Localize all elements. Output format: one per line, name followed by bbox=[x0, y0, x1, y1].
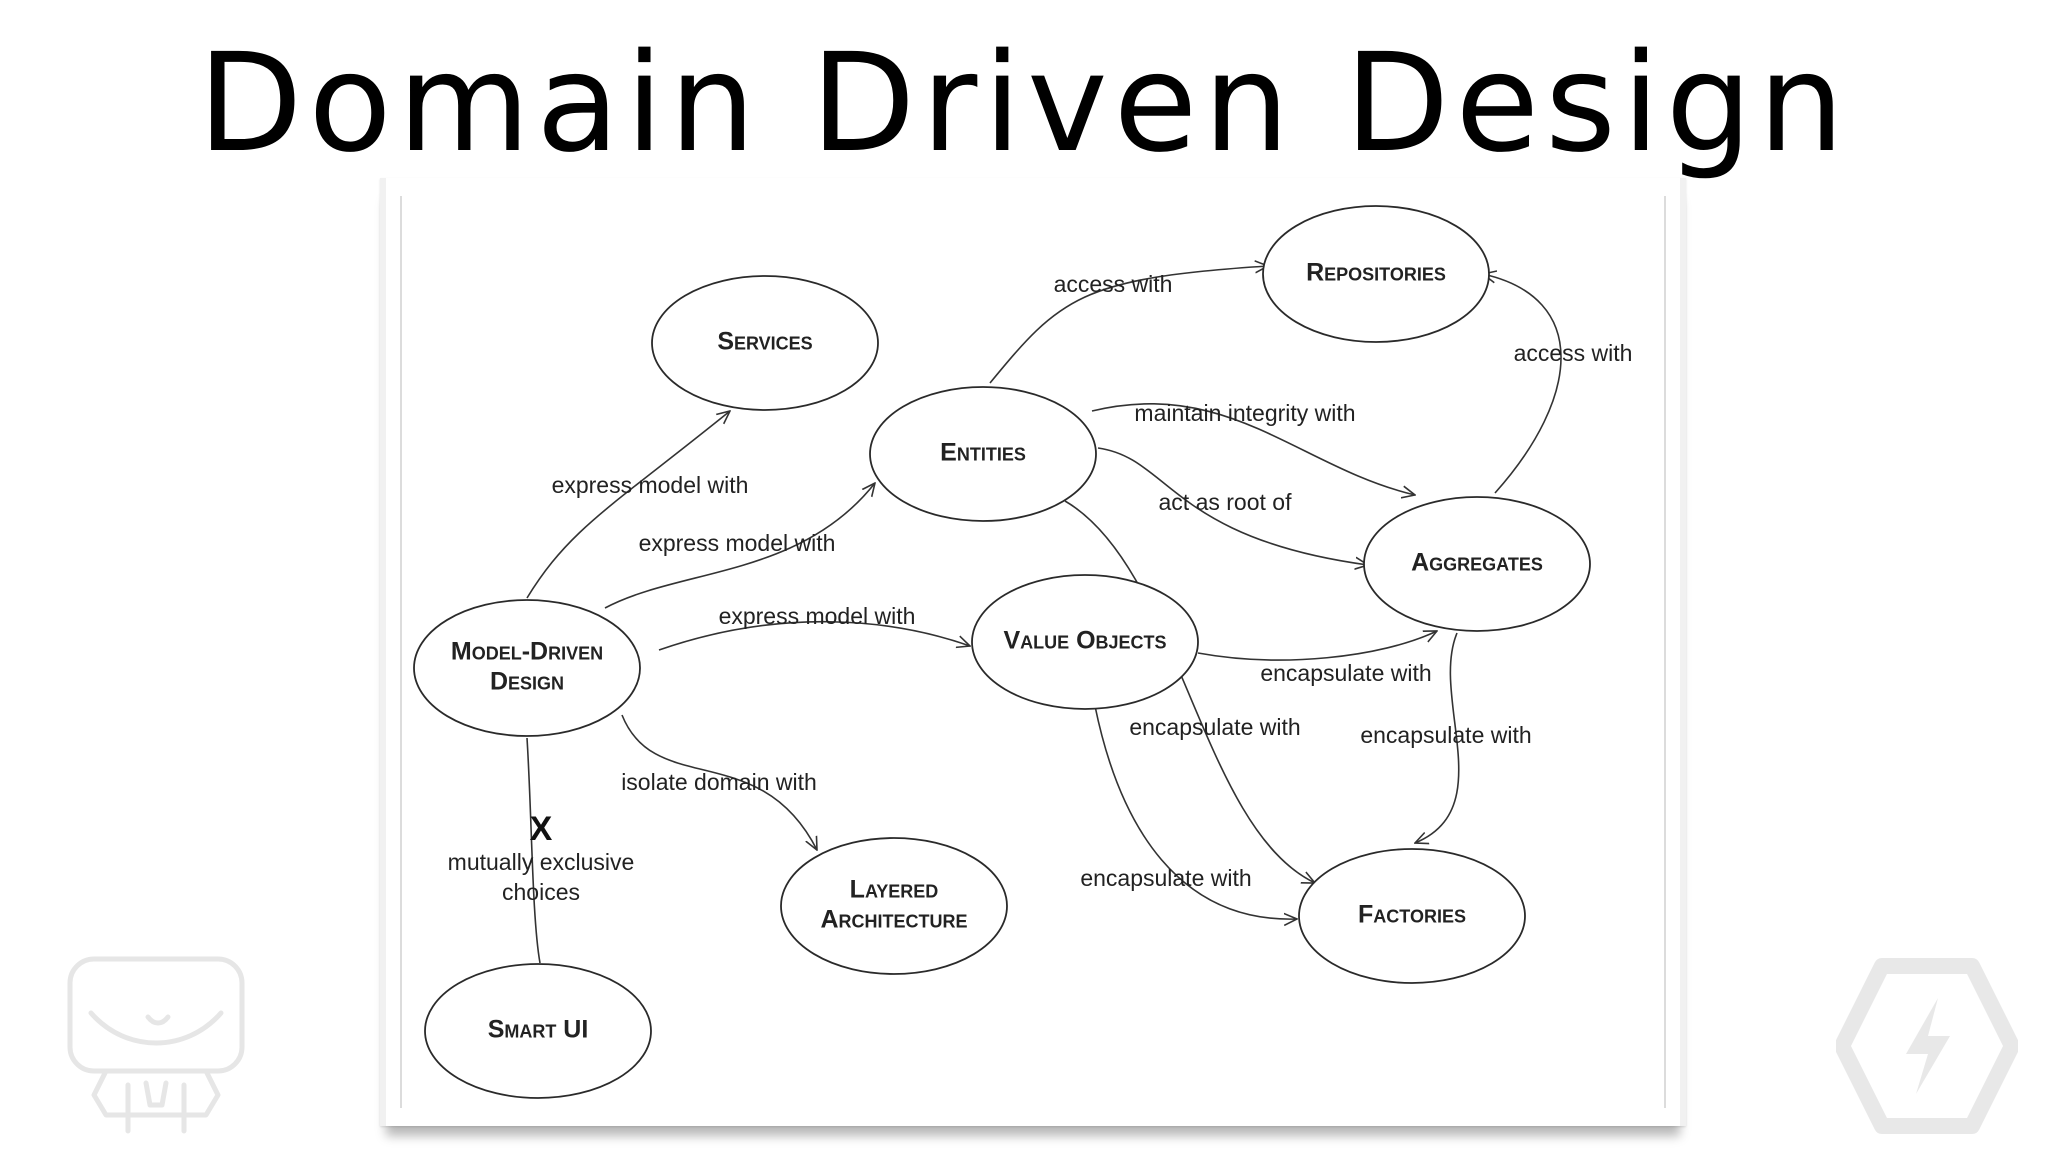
edge-label-valueobjects-factories: encapsulate with bbox=[1080, 865, 1251, 891]
node-model-driven-design-label-2: Design bbox=[490, 668, 564, 696]
edge-label-mutually-exclusive-1: mutually exclusive bbox=[448, 849, 635, 875]
edge-label-entities-aggregates-integrity: maintain integrity with bbox=[1134, 400, 1355, 426]
edge-label-mdd-services: express model with bbox=[552, 472, 749, 498]
edge-label-mdd-entities: express model with bbox=[639, 530, 836, 556]
node-model-driven-design-label-1: Model-Driven bbox=[451, 638, 603, 666]
node-aggregates: Aggregates bbox=[1363, 496, 1591, 632]
edge-entities-aggregates-integrity bbox=[1091, 403, 1415, 495]
node-smart-ui-label: Smart UI bbox=[488, 1016, 589, 1044]
node-entities: Entities bbox=[869, 386, 1097, 522]
edge-aggregates-factories bbox=[1415, 632, 1460, 843]
ddd-navigation-map: Services Entities Repositories Aggregate… bbox=[413, 205, 1633, 1099]
diagram-frame-border bbox=[400, 196, 1666, 1108]
node-entities-label: Entities bbox=[940, 439, 1026, 467]
node-value-objects: Value Objects bbox=[971, 574, 1199, 710]
edge-mdd-entities bbox=[604, 483, 875, 609]
node-factories-label: Factories bbox=[1358, 901, 1466, 929]
hexagon-bolt-logo bbox=[1836, 958, 2018, 1134]
edge-mdd-smartui bbox=[526, 737, 541, 964]
node-layered-architecture: Layered Architecture bbox=[780, 837, 1008, 975]
edge-valueobjects-factories bbox=[1094, 705, 1297, 919]
edge-valueobjects-aggregates bbox=[1197, 631, 1437, 661]
edge-mdd-services bbox=[526, 411, 730, 599]
mutually-exclusive-x-mark: X bbox=[530, 810, 553, 848]
node-layered-architecture-label-2: Architecture bbox=[820, 906, 967, 934]
edge-entities-repositories bbox=[989, 266, 1268, 384]
edge-label-entities-factories: encapsulate with bbox=[1129, 714, 1300, 740]
node-model-driven-design: Model-Driven Design bbox=[413, 599, 641, 737]
edge-label-mdd-layered: isolate domain with bbox=[621, 769, 817, 795]
edge-label-mdd-value-objects: express model with bbox=[719, 603, 916, 629]
node-repositories: Repositories bbox=[1262, 205, 1490, 343]
edge-label-aggregates-factories: encapsulate with bbox=[1360, 722, 1531, 748]
edge-entities-factories bbox=[1064, 500, 1315, 883]
edge-label-valueobjects-aggregates: encapsulate with bbox=[1260, 660, 1431, 686]
edge-label-entities-aggregates-root: act as root of bbox=[1159, 489, 1293, 515]
slide-title: Domain Driven Design bbox=[197, 25, 1851, 183]
node-repositories-label: Repositories bbox=[1306, 259, 1446, 287]
edge-aggregates-repositories bbox=[1483, 274, 1562, 494]
edge-entities-aggregates-root bbox=[1097, 447, 1368, 565]
node-services-label: Services bbox=[717, 328, 812, 356]
edge-label-aggregates-repositories: access with bbox=[1514, 340, 1633, 366]
edge-label-entities-repositories: access with bbox=[1054, 271, 1173, 297]
edge-label-mutually-exclusive-2: choices bbox=[502, 879, 580, 905]
robot-mascot-logo bbox=[67, 956, 245, 1134]
node-factories: Factories bbox=[1298, 848, 1526, 984]
edge-mdd-layered bbox=[621, 714, 817, 850]
node-value-objects-label: Value Objects bbox=[1003, 627, 1166, 655]
node-services: Services bbox=[651, 275, 879, 411]
node-aggregates-label: Aggregates bbox=[1411, 549, 1543, 577]
node-smart-ui: Smart UI bbox=[424, 963, 652, 1099]
node-layered-architecture-label-1: Layered bbox=[850, 876, 939, 904]
edge-mdd-value-objects bbox=[658, 620, 970, 651]
